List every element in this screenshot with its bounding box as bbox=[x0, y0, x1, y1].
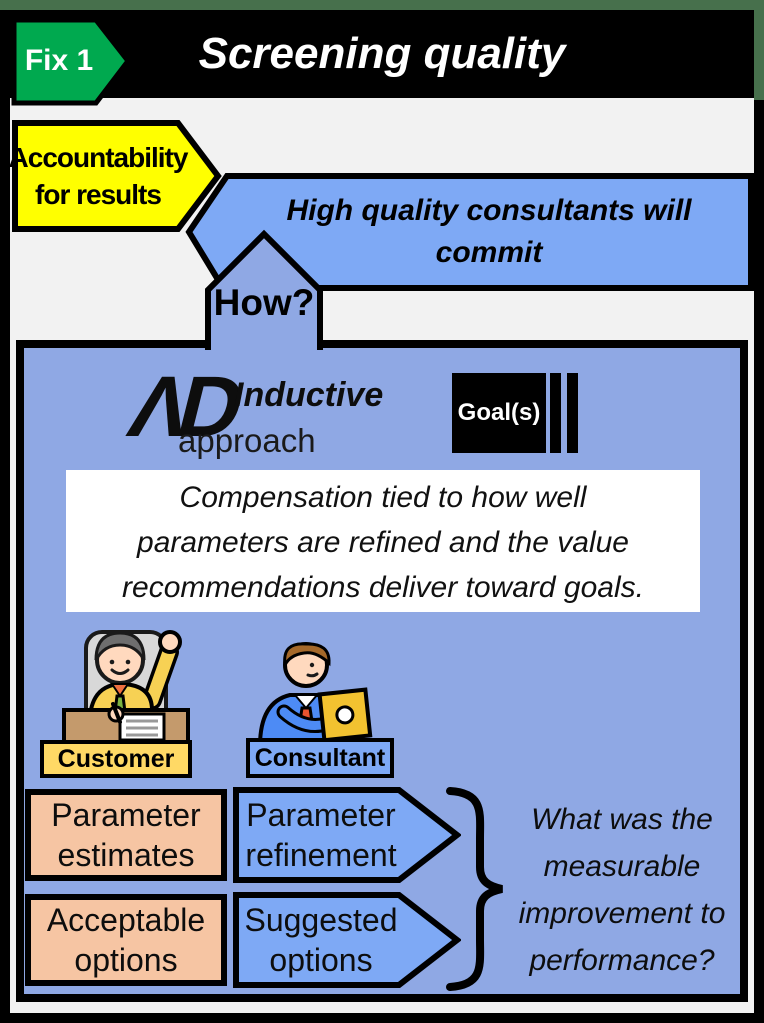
item-arrow-icon bbox=[233, 787, 462, 888]
frame-top-border bbox=[0, 0, 764, 10]
compensation-note-text: Compensation tied to how well parameters… bbox=[122, 480, 644, 604]
consultant-label: Consultant bbox=[246, 738, 394, 778]
consultant-illustration-icon bbox=[246, 632, 376, 751]
item-parameter-estimates: Parameter estimates bbox=[25, 789, 227, 881]
item-acceptable-options: Acceptable options bbox=[25, 894, 227, 986]
page-title: Screening quality bbox=[198, 29, 566, 78]
question-text: What was the measurable improvement to p… bbox=[518, 803, 726, 977]
frame-right-border bbox=[754, 100, 764, 1023]
item-arrow-icon bbox=[233, 892, 462, 993]
cause-label: Accountability for results bbox=[8, 142, 189, 210]
customer-label: Customer bbox=[40, 740, 192, 778]
effect-banner-icon bbox=[185, 172, 755, 297]
logo-word-approach: approach bbox=[178, 422, 316, 459]
frame-bottom-border bbox=[0, 1013, 764, 1023]
curly-brace-icon bbox=[438, 783, 510, 1000]
compensation-note: Compensation tied to how well parameters… bbox=[66, 472, 700, 612]
customer-illustration-icon bbox=[56, 618, 196, 751]
how-arrow-icon bbox=[202, 228, 326, 355]
goal-badge-label: Goal(s) bbox=[452, 373, 546, 453]
frame-left-border bbox=[0, 10, 10, 1023]
goal-flag-bar bbox=[567, 373, 578, 453]
logo-word-inductive: Inductive bbox=[234, 376, 384, 414]
item-parameter-refinement: Parameter refinement bbox=[245, 797, 397, 873]
note-box bbox=[66, 470, 700, 612]
how-label: How? bbox=[213, 282, 315, 323]
goal-flag-icon: Goal(s) bbox=[452, 373, 578, 453]
title-banner bbox=[10, 10, 754, 98]
fix-badge-label: Fix 1 bbox=[24, 44, 94, 77]
cause-arrow-icon bbox=[12, 120, 224, 237]
fix-badge-arrow-icon bbox=[10, 16, 134, 113]
item-suggested-options: Suggested options bbox=[244, 902, 398, 978]
effect-label: High quality consultants will commit bbox=[286, 194, 692, 269]
goal-flag-bar bbox=[550, 373, 561, 453]
frame-right-top-border bbox=[754, 0, 764, 100]
